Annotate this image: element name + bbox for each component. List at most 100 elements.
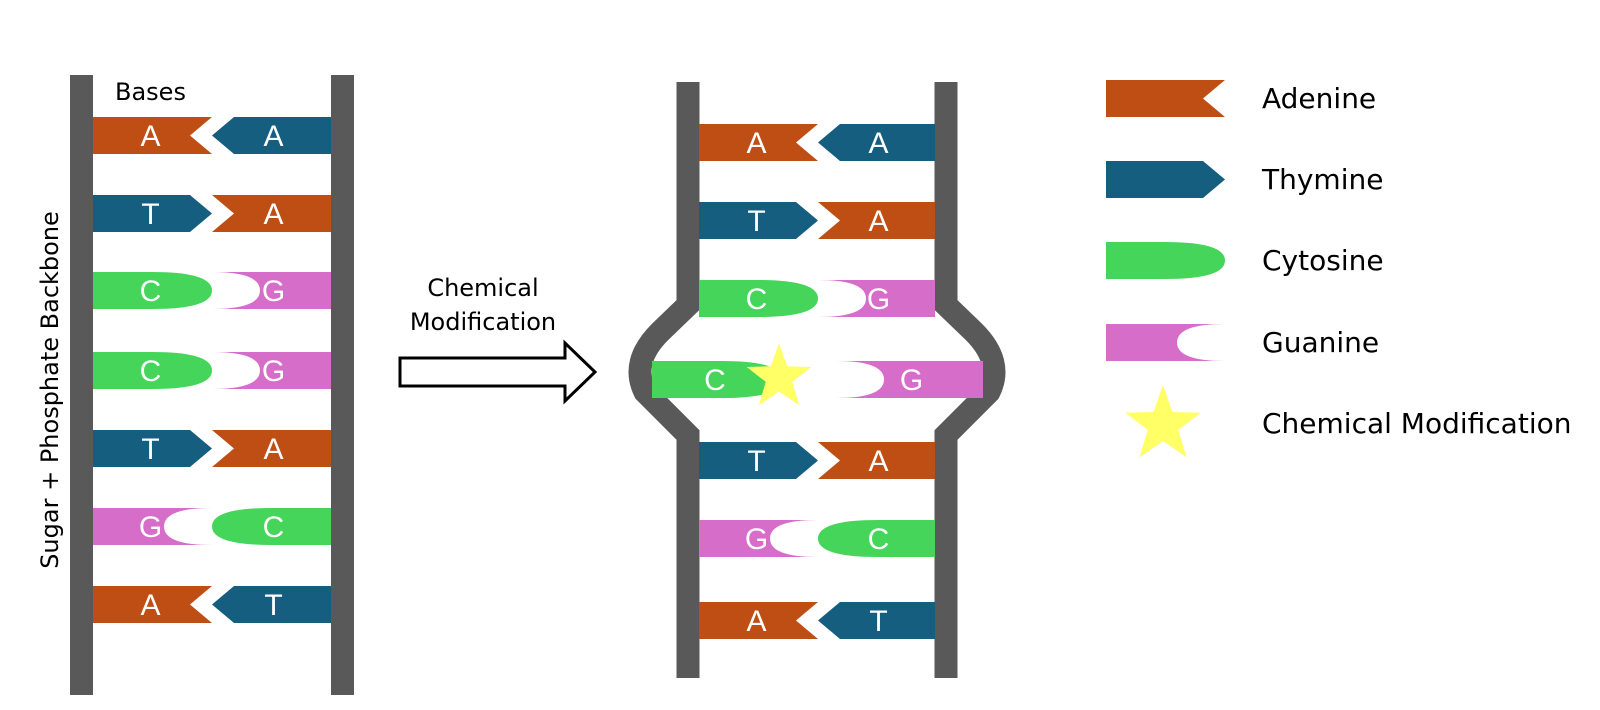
guanine-base [93, 508, 212, 545]
guanine-base [212, 352, 331, 389]
thymine-base [818, 124, 935, 161]
base-letter: T [747, 445, 765, 478]
chemical-modification-star-icon [746, 343, 812, 405]
cytosine-base [212, 508, 331, 545]
base-letter: A [868, 445, 888, 478]
chemical-modification-star-icon [1125, 385, 1201, 458]
modification-arrow-group: Chemical Modification [398, 274, 598, 405]
legend-label: Adenine [1262, 82, 1376, 115]
legend-item-modification: Chemical Modification [1125, 385, 1571, 458]
guanine-base [836, 361, 983, 398]
base-letter: C [263, 511, 285, 544]
base-letter: C [746, 283, 768, 316]
cytosine-base [93, 272, 212, 309]
base-letter: G [867, 283, 890, 316]
thymine-base [93, 195, 212, 232]
left-backbone-strand-2 [331, 75, 354, 695]
base-letter: A [868, 127, 888, 160]
legend-item-adenine: Adenine [1106, 80, 1376, 117]
base-letter: A [263, 198, 283, 231]
base-letter: A [746, 127, 766, 160]
thymine-base [212, 117, 331, 154]
base-letter: A [746, 605, 766, 638]
legend-label: Cytosine [1262, 244, 1384, 277]
backbone-label: Sugar + Phosphate Backbone [36, 211, 64, 569]
base-letter: A [263, 120, 283, 153]
cytosine-base [652, 361, 782, 398]
legend-item-cytosine: Cytosine [1106, 242, 1384, 279]
cytosine-base [818, 520, 935, 557]
base-letter: G [745, 523, 768, 556]
base-letter: G [139, 511, 162, 544]
adenine-base [93, 586, 212, 623]
base-letter: A [263, 433, 283, 466]
base-letter: T [141, 433, 159, 466]
guanine-base [818, 280, 935, 317]
base-letter: G [262, 355, 285, 388]
thymine-base [818, 602, 935, 639]
adenine-base [699, 124, 818, 161]
adenine-base [212, 430, 331, 467]
adenine-base [93, 117, 212, 154]
guanine-base [212, 272, 331, 309]
adenine-base [699, 602, 818, 639]
adenine-base [212, 195, 331, 232]
cytosine-base [699, 280, 818, 317]
thymine-base [699, 202, 818, 239]
base-letter: A [140, 589, 160, 622]
adenine-base [818, 202, 935, 239]
arrow-label-line1: Chemical [427, 274, 538, 302]
base-letter: A [868, 205, 888, 238]
guanine-base [699, 520, 818, 557]
legend-label: Thymine [1261, 163, 1383, 196]
base-letter: C [140, 355, 162, 388]
thymine-base [212, 586, 331, 623]
thymine-base [699, 442, 818, 479]
base-letter: T [141, 198, 159, 231]
base-letter: G [262, 275, 285, 308]
thymine-base [93, 430, 212, 467]
adenine-base [818, 442, 935, 479]
cytosine-swatch-icon [1106, 242, 1225, 279]
base-letter: A [140, 120, 160, 153]
arrow-label-line2: Modification [410, 308, 556, 336]
right-backbone-strand-1 [628, 82, 700, 678]
legend-label: Guanine [1262, 326, 1379, 359]
guanine-swatch-icon [1106, 324, 1225, 361]
base-letter: C [704, 364, 726, 397]
right-backbone-strand-2 [934, 82, 1006, 678]
legend-item-guanine: Guanine [1106, 324, 1379, 361]
base-letter: T [869, 605, 887, 638]
adenine-swatch-icon [1106, 80, 1225, 117]
left-backbone-strand-1 [70, 75, 93, 695]
base-letter: C [868, 523, 890, 556]
bases-label: Bases [115, 78, 186, 106]
base-letter: C [140, 275, 162, 308]
right-arrow-icon [398, 339, 598, 405]
legend-label: Chemical Modification [1262, 407, 1571, 440]
base-letter: T [747, 205, 765, 238]
base-letter: G [900, 364, 923, 397]
base-letter: T [264, 589, 282, 622]
thymine-swatch-icon [1106, 161, 1225, 198]
